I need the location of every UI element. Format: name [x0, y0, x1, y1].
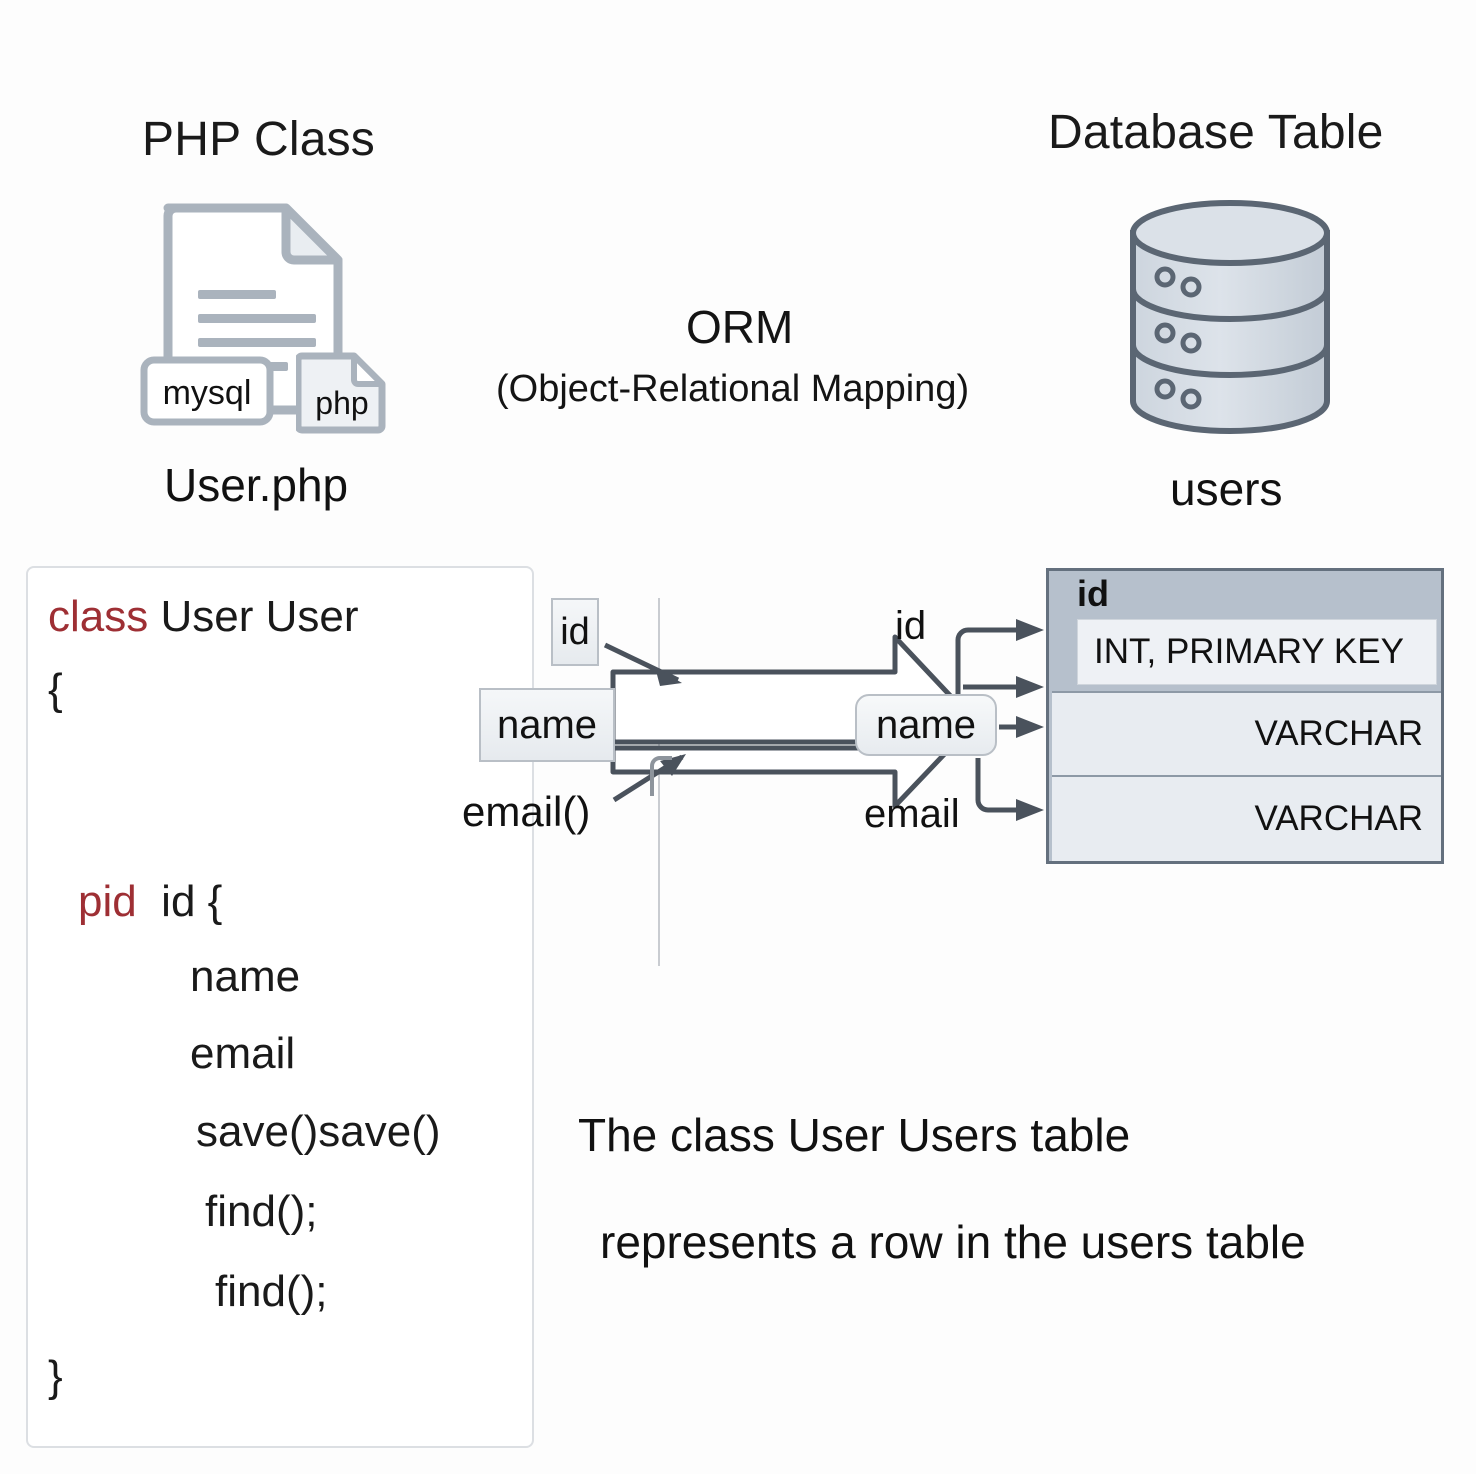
- column-field-name: name: [855, 694, 997, 756]
- object-field-name: name: [479, 688, 615, 762]
- vertical-guide-line: [658, 598, 660, 966]
- code-line-name: name: [190, 952, 301, 1001]
- db-table-caption: users: [1170, 463, 1283, 515]
- users-table: id INT, PRIMARY KEY VARCHAR VARCHAR: [1046, 568, 1444, 864]
- orm-subtitle: (Object-Relational Mapping): [496, 368, 970, 410]
- code-line3-rest: id {: [136, 877, 223, 926]
- table-row-varchar-2: VARCHAR: [1052, 775, 1441, 861]
- column-field-email: email: [864, 792, 960, 836]
- database-table-heading: Database Table: [1048, 106, 1384, 159]
- keyword-class: class: [48, 592, 149, 641]
- orm-title: ORM: [686, 301, 794, 353]
- php-badge-icon: php: [296, 352, 386, 434]
- object-field-email: email(): [462, 788, 591, 835]
- php-badge-label: php: [315, 385, 368, 421]
- code-line-pid: pid id {: [78, 880, 222, 924]
- footer-line-1: The class User Users table: [578, 1109, 1131, 1161]
- code-line-class: class User User: [48, 595, 359, 639]
- table-row-int-primary-key: INT, PRIMARY KEY: [1077, 619, 1437, 685]
- keyword-pid: pid: [78, 877, 137, 926]
- code-line-find-2: find();: [215, 1267, 328, 1316]
- table-row-varchar-1: VARCHAR: [1052, 691, 1441, 775]
- table-header-id: id: [1077, 573, 1109, 614]
- code-line-close-brace: }: [48, 1352, 63, 1401]
- mysql-badge-label: mysql: [163, 374, 252, 412]
- code-line-find-1: find();: [205, 1187, 318, 1236]
- php-code-panel: [26, 566, 534, 1448]
- object-field-id: id: [551, 598, 599, 666]
- footer-line-2: represents a row in the users table: [600, 1216, 1306, 1268]
- php-class-heading: PHP Class: [142, 113, 375, 166]
- code-line-save: save()save(): [196, 1107, 441, 1156]
- mysql-badge-icon: mysql: [140, 356, 274, 426]
- code-line-open-brace: {: [48, 665, 63, 714]
- column-field-id: id: [895, 604, 927, 648]
- code-line-email: email: [190, 1029, 296, 1078]
- php-file-caption: User.php: [164, 459, 349, 511]
- code-line1-rest: User User: [148, 592, 359, 641]
- database-cylinder-icon: [1130, 200, 1330, 434]
